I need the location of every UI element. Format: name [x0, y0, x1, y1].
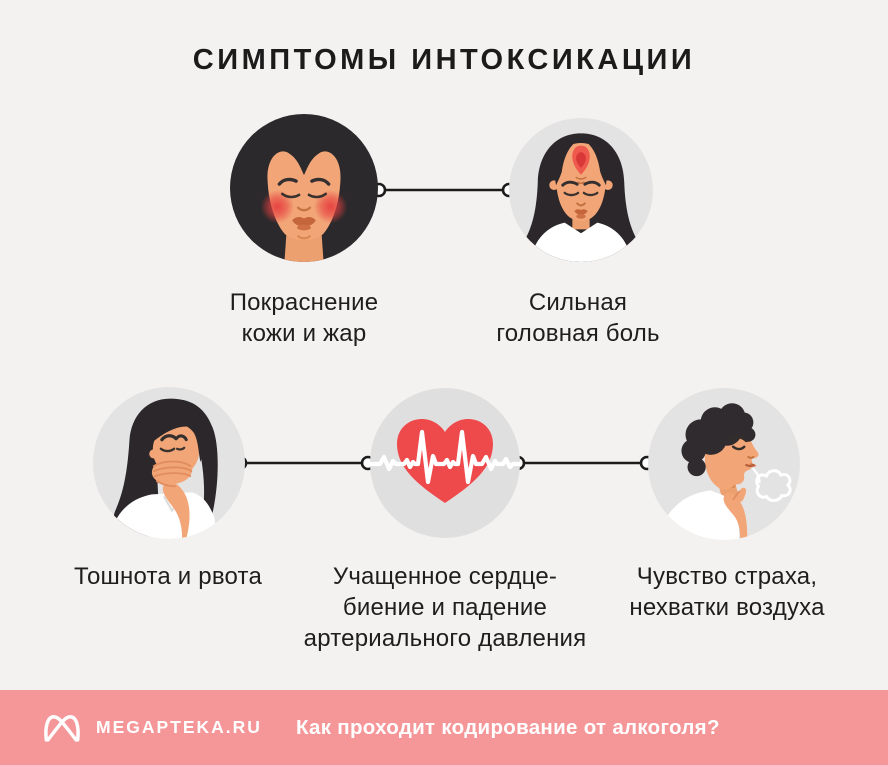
- label-line: кожи и жар: [241, 320, 367, 347]
- flushed-face-drawing: [260, 151, 348, 262]
- connector-line-bottom-left: [232, 455, 376, 471]
- headache-woman-drawing: [524, 133, 638, 262]
- footer-question: Как проходит кодирование от алкоголя?: [295, 715, 720, 739]
- label-line: артериального давления: [303, 625, 587, 652]
- label-line: Сильная: [528, 289, 628, 316]
- flushed-face-illustration: [230, 114, 378, 262]
- label-line: Покраснение: [229, 289, 379, 316]
- connector-line-bottom-right: [510, 455, 655, 471]
- label-line: Тошнота и рвота: [74, 563, 262, 590]
- infographic-title: СИМПТОМЫ ИНТОКСИКАЦИИ: [192, 44, 696, 76]
- headache-woman-illustration: [509, 118, 653, 262]
- heart-ecg-illustration: [370, 388, 520, 538]
- symptom-label-heartbeat: Учащенное сердце- биение и падение артер…: [285, 561, 605, 654]
- symptom-label-skin-redness: Покраснение кожи и жар: [144, 287, 464, 349]
- label-line: Чувство страха,: [636, 563, 818, 590]
- breath-cloud-icon: [755, 469, 792, 502]
- brand-name: MEGAPTEKA.RU: [96, 717, 262, 737]
- breathless-man-illustration: [648, 388, 800, 540]
- label-line: головная боль: [496, 320, 660, 347]
- label-line: Учащенное сердце-: [332, 563, 558, 590]
- connector-line-top: [371, 182, 517, 198]
- symptom-label-fear: Чувство страха, нехватки воздуха: [567, 561, 887, 623]
- nausea-woman-illustration: [93, 387, 245, 539]
- ecg-line: [370, 429, 520, 485]
- label-line: биение и падение: [342, 594, 548, 621]
- footer-bar: MEGAPTEKA.RU Как проходит кодирование от…: [0, 690, 888, 765]
- nausea-woman-drawing: [109, 398, 218, 539]
- megapteka-logo-icon: [44, 715, 80, 742]
- label-line: нехватки воздуха: [629, 594, 825, 621]
- symptom-label-nausea: Тошнота и рвота: [8, 561, 328, 592]
- symptom-label-headache: Сильная головная боль: [418, 287, 738, 349]
